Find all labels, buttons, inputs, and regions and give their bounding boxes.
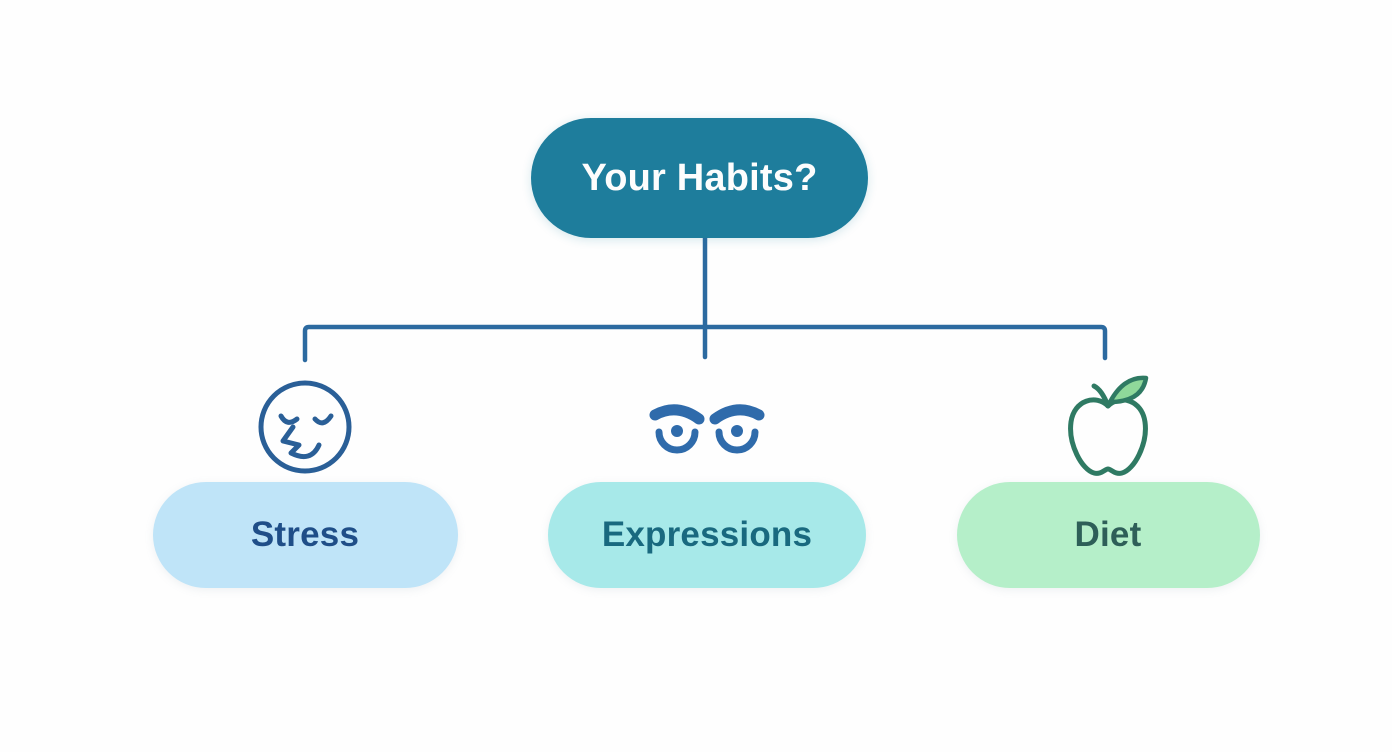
angry-eyes-icon xyxy=(649,372,765,482)
branch-diet[interactable]: Diet xyxy=(948,372,1268,588)
branch-pill-stress[interactable]: Stress xyxy=(152,482,458,588)
apple-icon xyxy=(1058,372,1158,482)
branch-label-expressions: Expressions xyxy=(601,515,813,554)
connector-right xyxy=(702,324,1108,361)
branch-pill-expressions[interactable]: Expressions xyxy=(548,482,866,588)
root-node[interactable]: Your Habits? xyxy=(531,118,868,238)
branch-stress[interactable]: Stress xyxy=(145,372,465,588)
stressed-face-icon xyxy=(253,372,357,482)
branch-label-diet: Diet xyxy=(1074,515,1142,554)
branch-pill-diet[interactable]: Diet xyxy=(956,482,1260,588)
connector-left xyxy=(302,324,708,363)
root-node-label: Your Habits? xyxy=(581,156,818,199)
branch-label-stress: Stress xyxy=(250,515,360,554)
branch-expressions[interactable]: Expressions xyxy=(547,372,867,588)
